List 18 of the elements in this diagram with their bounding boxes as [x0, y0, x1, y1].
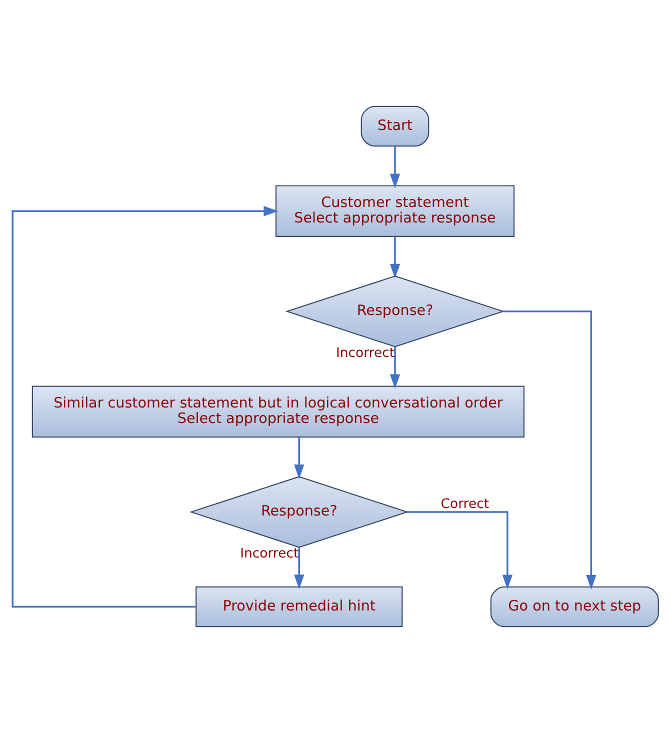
edge-label: Incorrect: [240, 546, 299, 562]
node-diamond: Response?: [189, 476, 409, 548]
node-box: Provide remedial hint: [196, 586, 403, 628]
arrow: [503, 310, 596, 590]
arrow: [390, 346, 400, 389]
edge-label: Correct: [440, 497, 490, 512]
node-box: Customer statement Select appropriate response: [275, 185, 515, 237]
arrow: [294, 438, 304, 480]
arrow: [390, 236, 400, 278]
arrow: [407, 511, 513, 590]
arrow: [294, 547, 304, 590]
node-box: Similar customer statement but in logical conversational order Select appropriate response: [32, 386, 524, 438]
node-diamond: Response?: [285, 276, 505, 348]
arrow: [390, 146, 400, 188]
edge-label: Incorrect: [336, 346, 395, 362]
arrow: [12, 206, 278, 608]
node-box: Start: [360, 106, 430, 147]
node-box: Go on to next step: [490, 586, 659, 628]
